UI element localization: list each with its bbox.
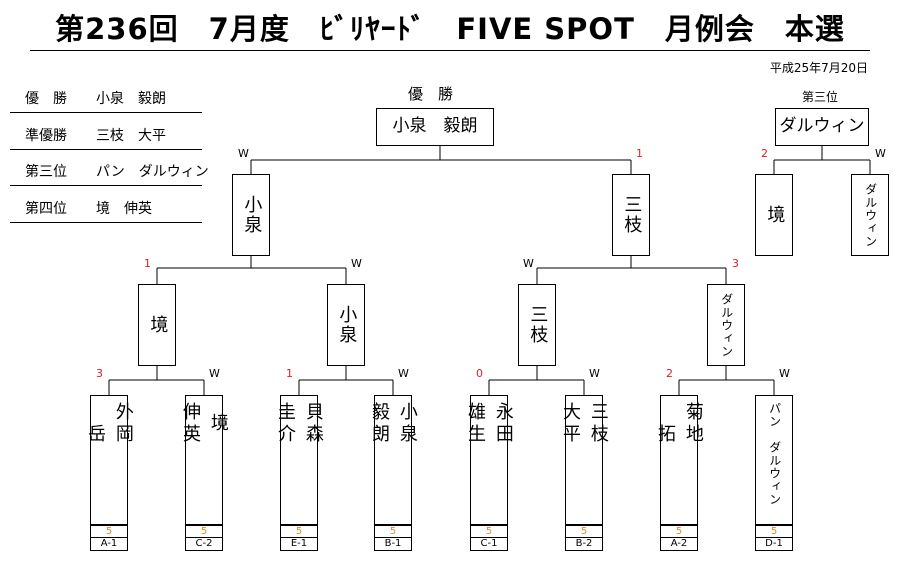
player-code: E-1 xyxy=(280,538,318,551)
third-place-left-box: 境 xyxy=(755,174,793,256)
player-code: B-2 xyxy=(565,538,603,551)
player-code: C-2 xyxy=(185,538,223,551)
semi-right-left-mark: W xyxy=(523,257,534,270)
third-place-right-mark: W xyxy=(875,147,886,160)
third-place-winner-name: ダルウィン xyxy=(779,116,865,137)
final-right-mark: 1 xyxy=(636,147,643,160)
player-box-6: 三枝 大平 xyxy=(560,395,609,525)
player-code: D-1 xyxy=(755,538,793,551)
player-code: A-2 xyxy=(660,538,698,551)
event-date: 平成25年7月20日 xyxy=(769,61,868,75)
player-box-3: 貝森 圭介 xyxy=(275,395,324,525)
result-label: 準優勝 xyxy=(25,128,67,144)
result-label: 優 勝 xyxy=(25,91,67,107)
player-score: 5 xyxy=(90,525,128,538)
player-score: 5 xyxy=(185,525,223,538)
player-box-7: 菊地 拓 xyxy=(655,395,704,525)
player-box-5: 永田 雄生 xyxy=(465,395,514,525)
player-score: 5 xyxy=(280,525,318,538)
player-name: 貝森 圭介 xyxy=(275,402,324,446)
player-name: 小泉 毅朗 xyxy=(369,402,418,446)
quarter-4-left-mark: 2 xyxy=(666,367,673,380)
quarter-2-right-mark: W xyxy=(398,367,409,380)
quarter-name-4: ダルウィン xyxy=(719,292,734,358)
result-row-runner-up: 準優勝 三枝 大平 xyxy=(10,125,202,150)
quarter-1-left-mark: 3 xyxy=(96,367,103,380)
final-winner-name: 小泉 毅朗 xyxy=(392,116,478,137)
player-score: 5 xyxy=(660,525,698,538)
third-place-winner-box: ダルウィン xyxy=(775,108,869,146)
semi-right-box: 三枝 xyxy=(612,174,650,256)
player-box-2: 境 伸英 xyxy=(180,395,229,525)
result-name: 境 伸英 xyxy=(96,201,152,217)
quarter-name-3: 三枝 xyxy=(527,305,549,345)
player-name: 境 伸英 xyxy=(180,402,229,446)
semi-left-left-mark: 1 xyxy=(144,257,151,270)
player-score: 5 xyxy=(470,525,508,538)
semi-right-name: 三枝 xyxy=(621,195,643,235)
player-name: パン ダルウィン xyxy=(767,402,782,506)
quarter-box-3: 三枝 xyxy=(518,284,556,366)
quarter-2-left-mark: 1 xyxy=(286,367,293,380)
result-name: 三枝 大平 xyxy=(96,128,166,144)
result-row-champion: 優 勝 小泉 毅朗 xyxy=(10,88,202,113)
third-place-right-name: ダルウィン xyxy=(863,182,878,248)
semi-left-right-mark: W xyxy=(351,257,362,270)
title-underline xyxy=(30,50,870,51)
quarter-box-4: ダルウィン xyxy=(707,284,745,366)
player-code: C-1 xyxy=(470,538,508,551)
player-name: 三枝 大平 xyxy=(560,402,609,446)
result-row-fourth: 第四位 境 伸英 xyxy=(10,198,202,223)
semi-left-name: 小泉 xyxy=(241,195,263,235)
result-label: 第三位 xyxy=(25,164,67,180)
quarter-4-right-mark: W xyxy=(779,367,790,380)
third-place-heading: 第三位 xyxy=(802,90,839,104)
player-score: 5 xyxy=(374,525,412,538)
result-name: 小泉 毅朗 xyxy=(96,91,166,107)
quarter-1-right-mark: W xyxy=(209,367,220,380)
final-heading: 優 勝 xyxy=(408,85,454,103)
result-name: パン ダルウィン xyxy=(96,164,209,180)
final-winner-box: 小泉 毅朗 xyxy=(376,108,494,146)
quarter-box-1: 境 xyxy=(138,284,176,366)
semi-left-box: 小泉 xyxy=(232,174,270,256)
page-title: 第236回 7月度 ﾋﾞﾘﾔｰﾄﾞ FIVE SPOT 月例会 本選 xyxy=(55,12,845,46)
player-box-8: パン ダルウィン xyxy=(755,395,793,525)
player-box-4: 小泉 毅朗 xyxy=(369,395,418,525)
player-code: A-1 xyxy=(90,538,128,551)
player-code: B-1 xyxy=(374,538,412,551)
player-score: 5 xyxy=(565,525,603,538)
player-name: 外岡 岳 xyxy=(85,402,134,446)
player-name: 永田 雄生 xyxy=(465,402,514,446)
third-place-left-name: 境 xyxy=(764,205,786,225)
semi-right-right-mark: 3 xyxy=(732,257,739,270)
quarter-name-2: 小泉 xyxy=(336,305,358,345)
quarter-name-1: 境 xyxy=(147,315,169,335)
player-name: 菊地 拓 xyxy=(655,402,704,446)
quarter-3-right-mark: W xyxy=(589,367,600,380)
third-place-left-mark: 2 xyxy=(761,147,768,160)
result-row-third: 第三位 パン ダルウィン xyxy=(10,161,209,186)
final-left-mark: W xyxy=(238,147,249,160)
quarter-box-2: 小泉 xyxy=(327,284,365,366)
player-score: 5 xyxy=(755,525,793,538)
result-label: 第四位 xyxy=(25,201,67,217)
quarter-3-left-mark: 0 xyxy=(476,367,483,380)
third-place-right-box: ダルウィン xyxy=(851,174,889,256)
player-box-1: 外岡 岳 xyxy=(85,395,134,525)
